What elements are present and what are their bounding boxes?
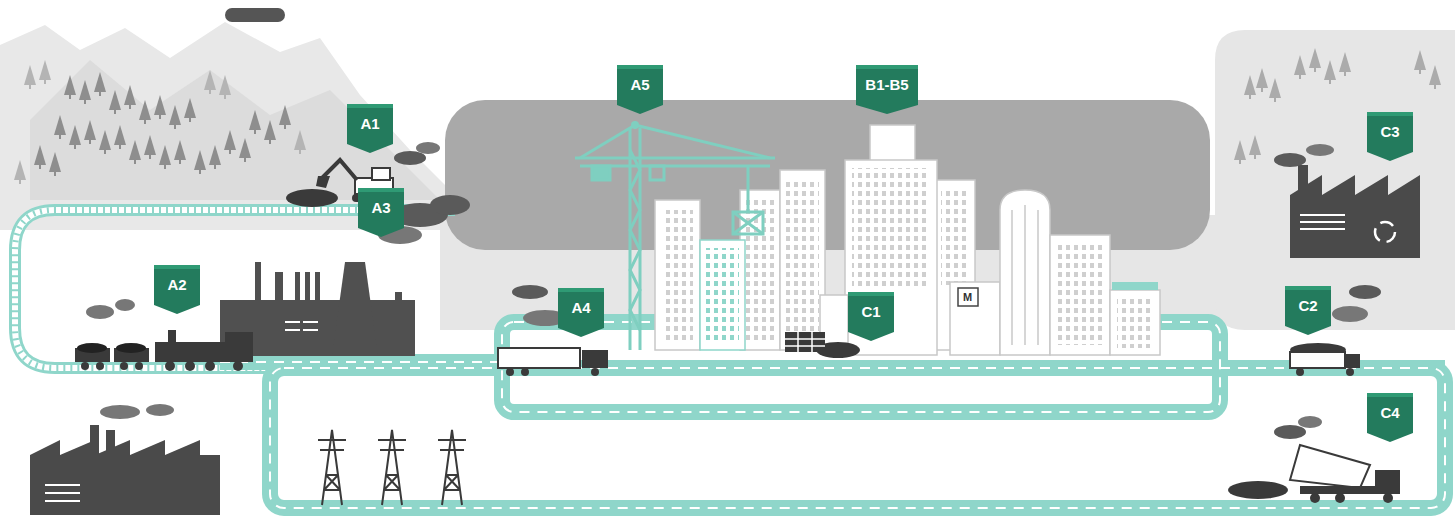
crane-top (631, 121, 639, 129)
demolition-rubble (785, 332, 860, 358)
stage-code: A3 (358, 188, 404, 217)
stage-code: C3 (1367, 112, 1413, 141)
stage-code: B1-B5 (856, 65, 918, 94)
power-plant (30, 425, 220, 515)
stage-tag: A2 (154, 265, 200, 314)
forest (34, 72, 291, 176)
metro-sign (958, 288, 978, 306)
smoke (86, 195, 470, 319)
plant-windows (45, 485, 80, 501)
stage-code: A2 (154, 265, 200, 294)
forest-light (14, 60, 306, 184)
stage-tag: A1 (347, 104, 393, 153)
stage-code: C4 (1367, 393, 1413, 422)
stage-tag: A5 (617, 65, 663, 114)
train (75, 330, 253, 371)
stage-code: A4 (558, 288, 604, 317)
stage-tag: A3 (358, 188, 404, 237)
smoke (394, 142, 440, 165)
crane (575, 125, 775, 350)
stage-tag: C1 (848, 292, 894, 341)
stage-code: A5 (617, 65, 663, 94)
recycling-plant (1290, 165, 1420, 258)
power-pylons (318, 430, 466, 505)
smoke (100, 404, 174, 419)
smoke (1274, 144, 1334, 167)
rubble-bricks (785, 332, 825, 352)
pollution-cloud (445, 100, 1210, 250)
smoke (1332, 285, 1381, 322)
factory-windows (285, 322, 318, 330)
stage-tag: B1-B5 (856, 65, 918, 114)
truck (1290, 343, 1360, 376)
stage-code: C2 (1285, 286, 1331, 315)
truck (498, 348, 608, 376)
mountain-ridge (30, 60, 440, 200)
stage-code: C1 (848, 292, 894, 321)
metro-sign-letter: M (963, 291, 972, 303)
smoke (225, 8, 285, 22)
stage-tag: C3 (1367, 112, 1413, 161)
plant-windows (1300, 215, 1345, 229)
forest (1234, 48, 1441, 164)
recycling-area (1215, 30, 1455, 330)
dump-truck (1228, 445, 1400, 503)
recycle-symbol (1375, 222, 1395, 242)
stage-tag: C2 (1285, 286, 1331, 335)
stage-tag: A4 (558, 288, 604, 337)
smoke (1274, 416, 1322, 439)
stage-tag: C4 (1367, 393, 1413, 442)
stage-code: A1 (347, 104, 393, 133)
